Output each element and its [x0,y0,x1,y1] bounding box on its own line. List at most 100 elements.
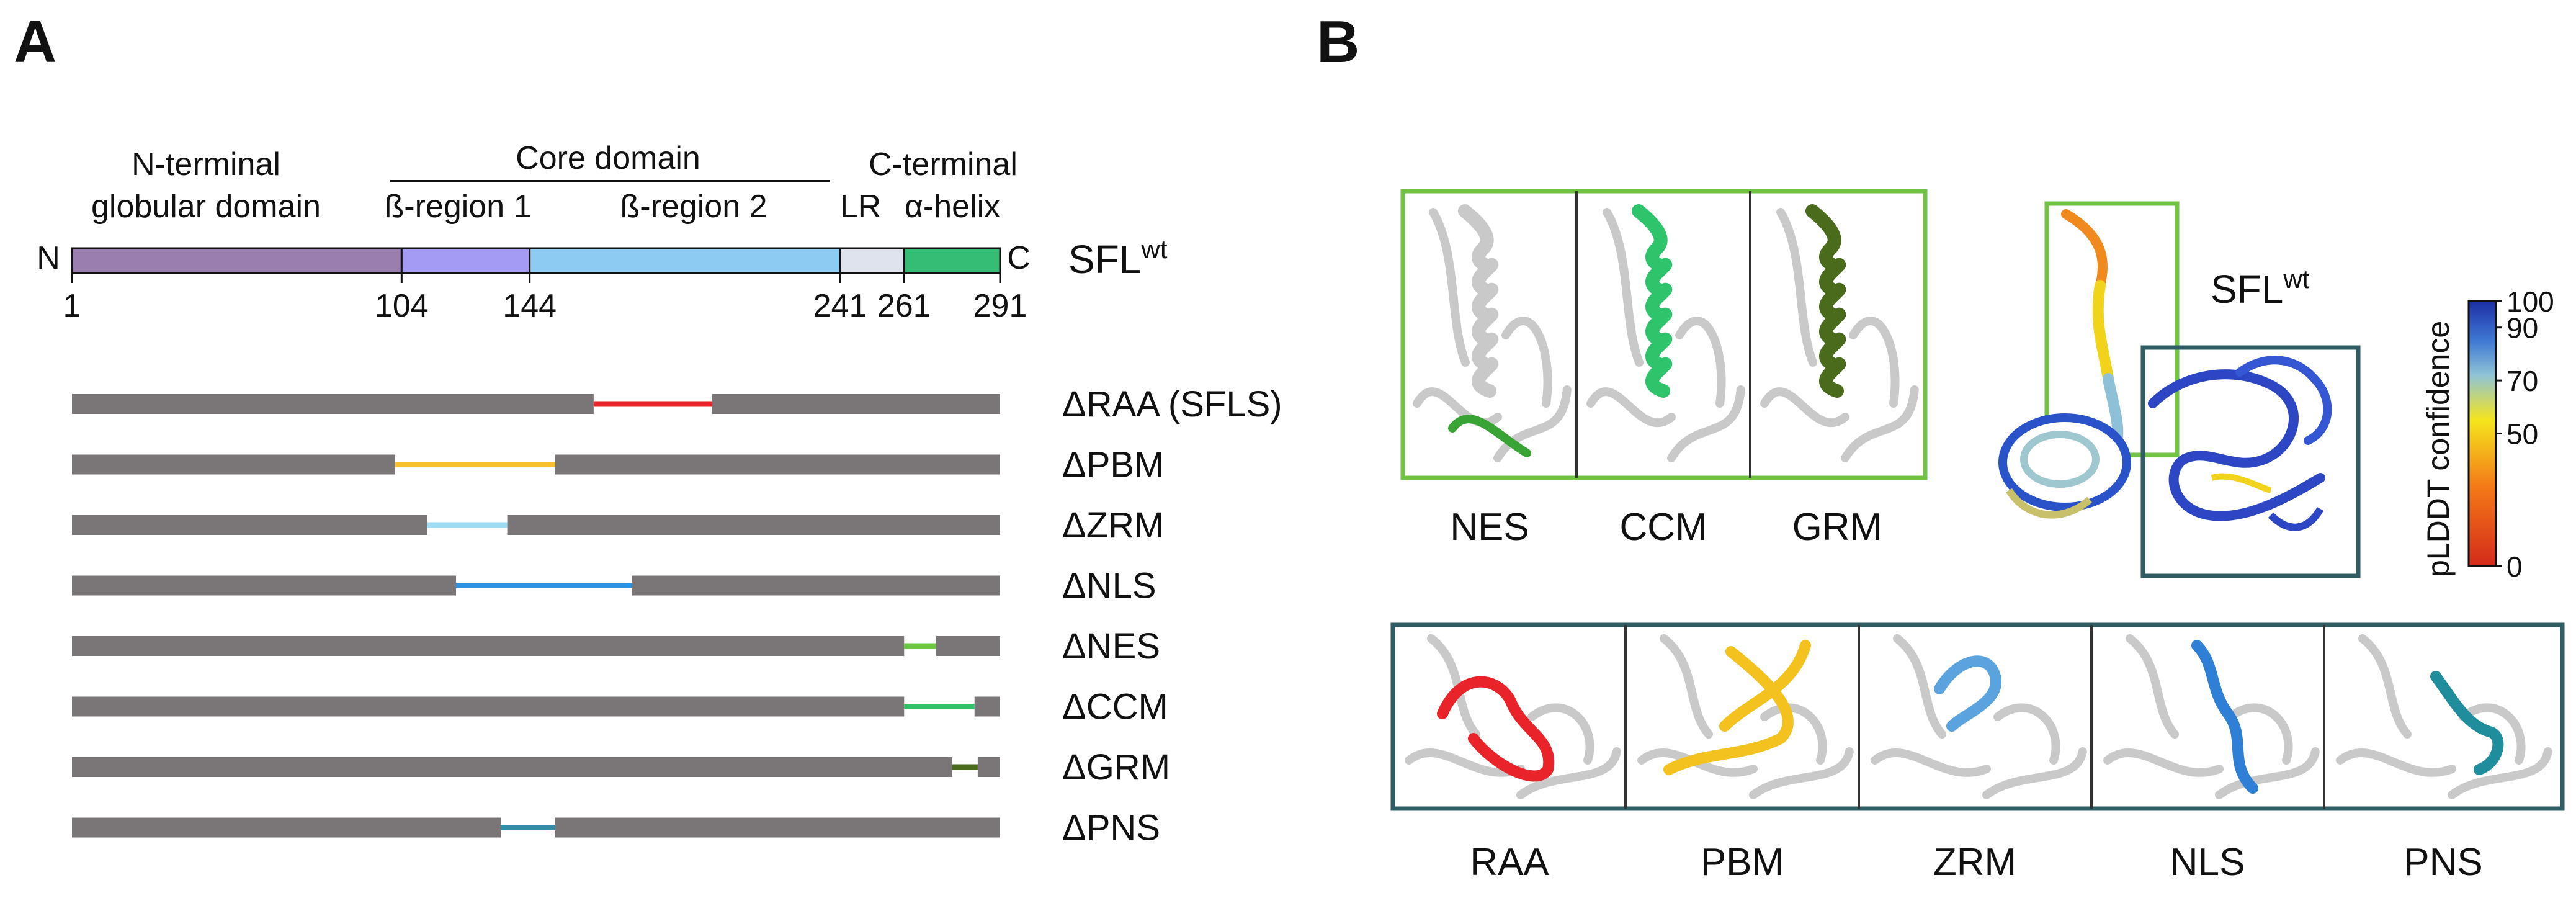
construct-label: ΔPBM [1062,445,1164,485]
construct-label: ΔRAA (SFLS) [1062,384,1282,424]
domain-bar [71,247,1001,274]
panel-a: A N-terminal globular domain Core domain… [14,9,1282,848]
beta-region-1-title: ß-region 1 [385,189,532,225]
construct-deletion-line [904,704,975,709]
panel-a-letter: A [14,9,56,75]
grey-ribbon [1429,208,1470,367]
n-terminal-loop [2005,488,2093,519]
grey-ribbon [2215,747,2320,799]
grey-cartoon [2103,634,2320,799]
caption-ccm: CCM [1619,506,1707,549]
construct-label: ΔGRM [1062,747,1170,788]
deletion-constructs: ΔRAA (SFLS) ΔPBM ΔZRM ΔNLS ΔNES ΔCCM ΔGRM ΔPNS [72,384,1282,848]
bottom-structure-tiles [1390,622,2565,811]
construct-label: ΔCCM [1062,687,1168,727]
grey-ribbon [1405,748,1525,777]
helix-ribbon [1805,204,1846,398]
grey-ribbon [1516,747,1621,799]
caption-zrm: ZRM [1933,841,2016,884]
grey-ribbon [1527,703,1594,765]
grey-ribbon [1603,208,1644,367]
helix-low-confidence [2061,209,2108,290]
grey-ribbon [1776,208,1817,367]
construct-retained-c [632,575,1000,596]
grey-cartoon [1413,204,1572,462]
construct-deletion-line [904,643,936,649]
grey-cartoon [1586,204,1745,462]
grey-ribbon [1493,385,1572,462]
helix-ribbon [1632,204,1673,398]
domain-segment-4 [903,247,1001,274]
panel-b-letter: B [1317,9,1359,75]
grey-ribbon [2336,748,2456,777]
grey-ribbon [1675,317,1726,408]
construct-retained-c [507,515,1000,535]
grey-ribbon [2226,703,2293,765]
construct-label: ΔNLS [1062,566,1156,606]
n-terminal-title-line1: N-terminal [132,146,280,182]
construct-retained-n [72,757,952,777]
construct-deletion-line [427,522,508,528]
grey-ribbon [2358,634,2412,739]
grey-ribbon [1893,634,1946,739]
grey-ribbon [1760,387,1849,427]
grey-ribbon [1841,385,1919,462]
n-terminus-label: N [37,240,60,276]
colorbar-tick-label: 50 [2507,418,2538,451]
construct-retained-c [977,757,1000,777]
colorbar-gradient [2467,300,2497,567]
grey-ribbon [1501,317,1552,408]
construct-row: ΔZRM [72,505,1164,546]
grey-ribbon [1982,747,2087,799]
construct-row: ΔGRM [72,747,1170,788]
construct-retained-n [72,636,905,656]
domain-segment-1 [400,247,531,274]
caption-nes: NES [1450,506,1529,549]
position-label-291: 291 [973,288,1027,324]
grey-ribbon [1660,634,1713,739]
construct-retained-c [974,696,1000,717]
caption-grm: GRM [1792,506,1882,549]
construct-deletion-line [501,825,555,830]
construct-row: ΔCCM [72,687,1168,727]
grey-ribbon [1586,387,1676,427]
lr-title: LR [840,189,881,225]
caption-raa: RAA [1470,841,1549,884]
grey-cartoon [1760,204,1919,462]
grey-cartoon [2336,634,2552,799]
construct-retained-c [712,394,1000,414]
core-domain-title: Core domain [516,140,700,176]
c-terminus-label: C [1007,240,1031,276]
grey-ribbon [1993,703,2060,765]
grey-ribbon [1749,747,1854,799]
colorbar-tick-label: 0 [2507,550,2523,583]
construct-deletion-line [395,462,555,467]
domain-segment-3 [839,247,905,274]
colorbar-tick-label: 70 [2507,365,2538,397]
motif-highlight [1448,415,1531,457]
core-loop-yellow [2211,473,2272,493]
caption-nls: NLS [2170,841,2245,884]
domain-segment-0 [71,247,403,274]
grey-ribbon [1760,703,1827,765]
construct-retained-n [72,817,501,838]
domain-segment-2 [529,247,841,274]
grey-ribbon [2103,748,2224,777]
grey-ribbon [2126,634,2179,739]
motif-highlight [1663,640,1811,775]
construct-retained-c [555,817,1000,838]
construct-label: ΔNES [1062,626,1160,667]
grey-ribbon [2459,703,2526,765]
construct-retained-c [936,636,1000,656]
construct-retained-c [555,454,1000,475]
colorbar-title: pLDDT confidence [2421,321,2456,577]
construct-row: ΔPNS [72,808,1160,848]
sfl-wt-structure-label: SFLwt [2211,264,2310,312]
position-label-241: 241 [813,288,867,324]
helix-ribbon [1458,204,1499,398]
grey-ribbon [2448,747,2552,799]
construct-retained-n [72,394,594,414]
grey-cartoon [1405,634,1621,799]
construct-label: ΔPNS [1062,808,1160,848]
